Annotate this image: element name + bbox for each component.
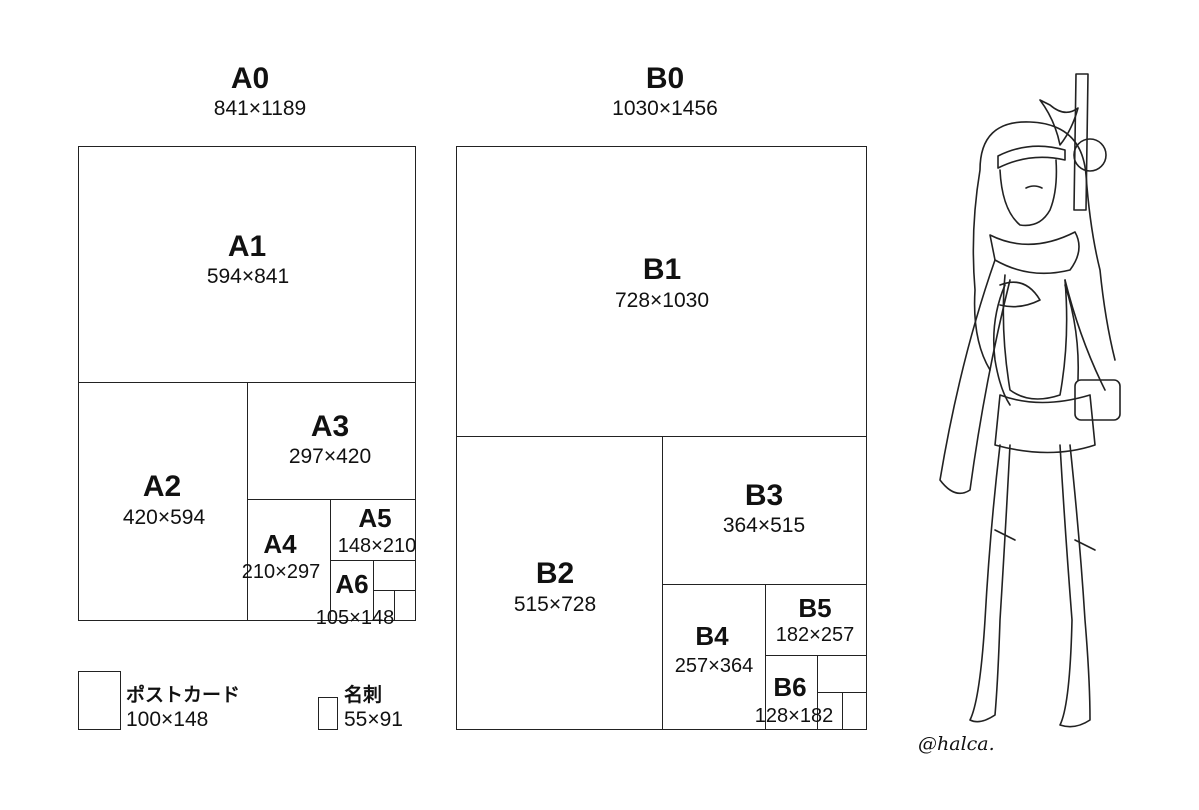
leg-right xyxy=(1059,444,1091,728)
a5-size: 148×210 xyxy=(337,535,417,557)
hair xyxy=(972,121,1116,371)
a1-size: 594×841 xyxy=(206,265,290,288)
strap xyxy=(1064,279,1106,391)
b4-size: 257×364 xyxy=(674,655,754,677)
eye xyxy=(1025,185,1043,189)
arm-left xyxy=(992,284,1011,406)
pouch xyxy=(1074,379,1121,421)
b0-size: 1030×1456 xyxy=(612,97,718,120)
shorts xyxy=(994,394,1096,454)
a4-name: A4 xyxy=(263,529,297,559)
hair-bun xyxy=(1073,138,1107,172)
b1-size: 728×1030 xyxy=(614,289,710,312)
a5-name: A5 xyxy=(358,503,392,533)
business-card-name: 名刺 xyxy=(344,685,383,706)
a3-name: A3 xyxy=(310,410,350,443)
knee-bandage-left xyxy=(994,529,1016,541)
bandana xyxy=(997,145,1066,169)
b2-name: B2 xyxy=(535,557,575,590)
leg-left xyxy=(969,444,1011,723)
a1-name: A1 xyxy=(227,230,267,263)
b3-name: B3 xyxy=(744,479,784,512)
postcard-size: 100×148 xyxy=(126,708,209,731)
a4-region xyxy=(247,499,331,621)
b6-size: 128×182 xyxy=(754,705,834,727)
b5-name: B5 xyxy=(798,593,832,623)
b1-name: B1 xyxy=(642,253,682,286)
scarf-tail xyxy=(939,259,1011,495)
a6-size: 105×148 xyxy=(315,607,395,629)
business-card-size: 55×91 xyxy=(344,708,403,731)
face xyxy=(999,159,1058,227)
hand xyxy=(999,281,1041,308)
torso xyxy=(1002,274,1068,400)
business-card-box xyxy=(318,697,338,730)
a6-name: A6 xyxy=(335,569,369,599)
a2-name: A2 xyxy=(142,470,182,503)
a3-size: 297×420 xyxy=(288,445,372,468)
rod xyxy=(1073,73,1089,211)
postcard-box xyxy=(78,671,121,730)
a0-name: A0 xyxy=(230,62,270,95)
signature: @halca. xyxy=(918,733,995,755)
arm-right xyxy=(1064,284,1080,381)
b3-size: 364×515 xyxy=(722,514,806,537)
b5-size: 182×257 xyxy=(775,624,855,646)
scarf xyxy=(989,231,1080,275)
a2-size: 420×594 xyxy=(122,506,206,529)
b8-region xyxy=(817,692,843,730)
b6-name: B6 xyxy=(773,672,807,702)
a4-size: 210×297 xyxy=(241,561,321,583)
b4-name: B4 xyxy=(695,621,729,651)
hair-bow xyxy=(1039,99,1079,146)
a0-size: 841×1189 xyxy=(213,97,307,120)
knee-bandage-right xyxy=(1074,539,1096,551)
a8-region xyxy=(373,590,395,621)
character-illustration xyxy=(939,73,1121,728)
postcard-name: ポストカード xyxy=(126,685,241,706)
b2-size: 515×728 xyxy=(513,593,597,616)
b0-name: B0 xyxy=(645,62,685,95)
